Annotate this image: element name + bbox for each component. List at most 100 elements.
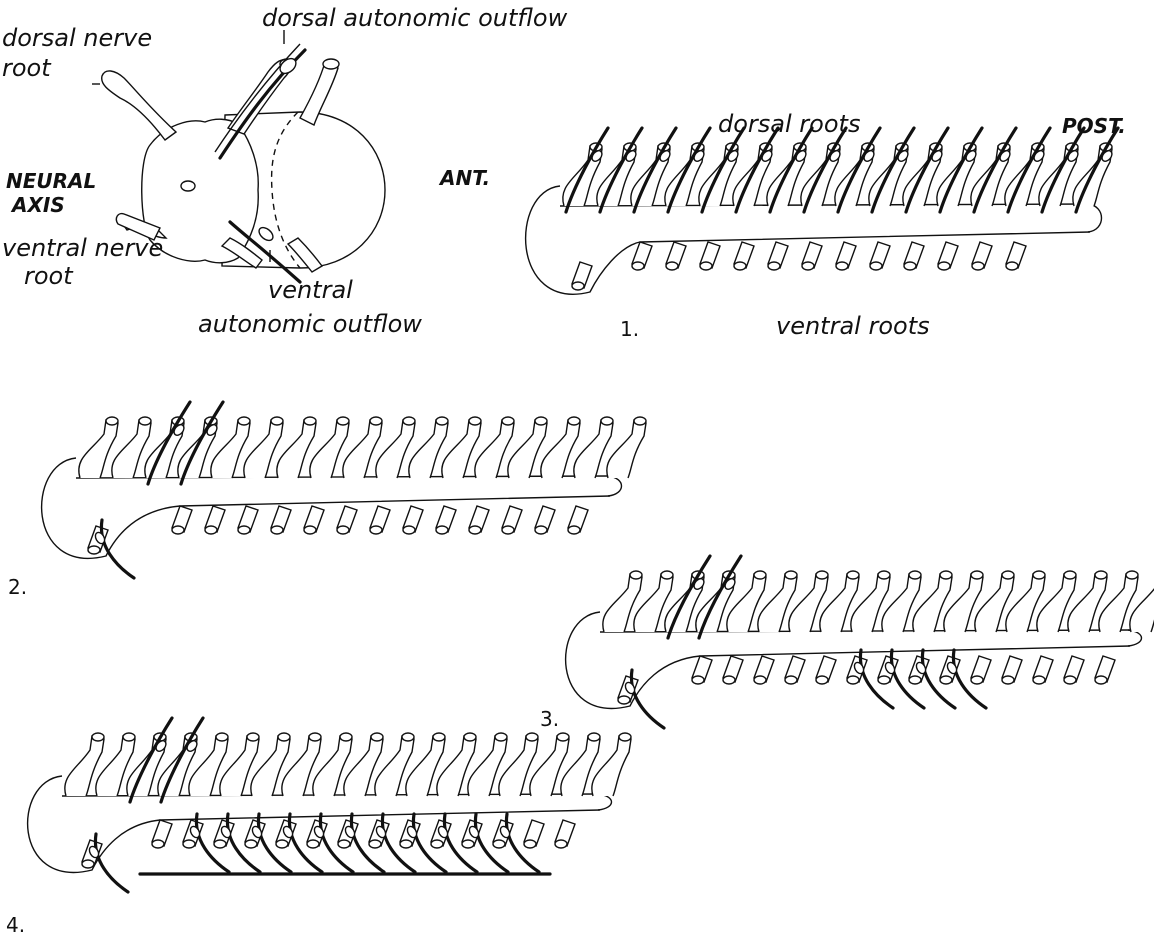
label-neural-axis-1: NEURAL xyxy=(6,169,96,193)
dorsal-root-cap xyxy=(247,733,259,741)
dorsal-root-cap xyxy=(1126,571,1138,579)
dorsal-root-cap xyxy=(106,417,118,425)
dorsal-root-cap xyxy=(535,417,547,425)
ventral-root-cap xyxy=(904,262,916,270)
dorsal-root-cap xyxy=(588,733,600,741)
dorsal-root-cap xyxy=(1033,571,1045,579)
label-ventral-nerve-root-2: root xyxy=(24,262,74,290)
dorsal-root-cap xyxy=(971,571,983,579)
label-ventral-nerve-root-1: ventral nerve xyxy=(2,234,163,262)
dorsal-root-cap xyxy=(123,733,135,741)
ventral-root-cap xyxy=(909,676,921,684)
ventral-root-cap xyxy=(1006,262,1018,270)
ventral-root-cap xyxy=(632,262,644,270)
ventral-root-cap xyxy=(524,840,536,848)
ventral-root-cap xyxy=(555,840,567,848)
dorsal-root-cap xyxy=(403,417,415,425)
ventral-root-cap xyxy=(971,676,983,684)
ventral-root-cap xyxy=(462,840,474,848)
ventral-root-cap xyxy=(245,840,257,848)
ventral-root-cap xyxy=(734,262,746,270)
dorsal-nerve-root xyxy=(102,71,176,140)
panel-number-4: 4. xyxy=(6,913,25,937)
dorsal-root-cap xyxy=(278,733,290,741)
ventral-root-cap xyxy=(972,262,984,270)
ventral-root-cap xyxy=(205,526,217,534)
dorsal-root-cap xyxy=(238,417,250,425)
dorsal-root-cap xyxy=(469,417,481,425)
dorsal-root-cap xyxy=(495,733,507,741)
dorsal-root-cap xyxy=(785,571,797,579)
ventral-root-cap xyxy=(535,526,547,534)
ventral-root-cap xyxy=(369,840,381,848)
panel-number-1: 1. xyxy=(620,317,639,341)
ventral-root-cap xyxy=(307,840,319,848)
dorsal-root-cap xyxy=(661,571,673,579)
ventral-root-cap xyxy=(370,526,382,534)
ventral-root-cap xyxy=(304,526,316,534)
dorsal-root-cap xyxy=(502,417,514,425)
dorsal-root-cap xyxy=(433,733,445,741)
panel-3-chain xyxy=(566,556,1154,728)
ventral-root-cap xyxy=(238,526,250,534)
ventral-root-cap xyxy=(768,262,780,270)
ventral-root-cap xyxy=(276,840,288,848)
ventral-root-cap xyxy=(618,696,630,704)
ventral-root-cap xyxy=(82,860,94,868)
panel-4-chain xyxy=(28,718,631,892)
ventral-root-cap xyxy=(754,676,766,684)
panel-2-chain xyxy=(42,402,646,578)
ventral-root-cap xyxy=(431,840,443,848)
dorsal-root-cap xyxy=(436,417,448,425)
chain-posterior-cap xyxy=(608,476,622,496)
dorsal-root-cap xyxy=(754,571,766,579)
ventral-root-cap xyxy=(502,526,514,534)
ventral-root-cap xyxy=(802,262,814,270)
ventral-root-cap xyxy=(816,676,828,684)
dorsal-root-cap xyxy=(878,571,890,579)
ventral-root-cap xyxy=(1095,676,1107,684)
dorsal-root-cap xyxy=(1064,571,1076,579)
dorsal-root-cap xyxy=(526,733,538,741)
dorsal-root-cap xyxy=(309,733,321,741)
ventral-root-cap xyxy=(183,840,195,848)
ventral-root-cap xyxy=(436,526,448,534)
label-anterior: ANT. xyxy=(438,166,490,190)
ventral-outflow-fiber xyxy=(101,520,134,578)
dorsal-root-cap xyxy=(402,733,414,741)
ventral-root-cap xyxy=(940,676,952,684)
ventral-root-cap xyxy=(403,526,415,534)
ventral-root-cap xyxy=(700,262,712,270)
ventral-root-cap xyxy=(337,526,349,534)
dorsal-root-cap xyxy=(940,571,952,579)
ventral-root-cap xyxy=(469,526,481,534)
dorsal-root-cap xyxy=(216,733,228,741)
dorsal-root-cap xyxy=(630,571,642,579)
chain-posterior-cap xyxy=(598,794,612,810)
dorsal-root-cap xyxy=(304,417,316,425)
ventral-root-cap xyxy=(568,526,580,534)
ventral-root-cap xyxy=(723,676,735,684)
chain-posterior-cap xyxy=(1128,630,1142,646)
dorsal-root-cap xyxy=(370,417,382,425)
dorsal-root-cap xyxy=(557,733,569,741)
dorsal-root-cap xyxy=(1002,571,1014,579)
ventral-root-cap xyxy=(870,262,882,270)
ventral-root-cap xyxy=(572,282,584,290)
ventral-root-cap xyxy=(271,526,283,534)
ventral-root-cap xyxy=(1002,676,1014,684)
dorsal-root-cap xyxy=(337,417,349,425)
dorsal-root-cap xyxy=(909,571,921,579)
dorsal-root-cap xyxy=(340,733,352,741)
ventral-root-cap xyxy=(836,262,848,270)
dorsal-root-cap xyxy=(816,571,828,579)
ventral-root-cap xyxy=(338,840,350,848)
ventral-root-cap xyxy=(938,262,950,270)
dorsal-root-cap xyxy=(568,417,580,425)
ventral-root-cap xyxy=(493,840,505,848)
label-ventral-roots: ventral roots xyxy=(776,312,930,340)
ventral-root-cap xyxy=(692,676,704,684)
label-ventral-autonomic-outflow-2: autonomic outflow xyxy=(198,310,422,338)
panel-number-2: 2. xyxy=(8,575,27,599)
ventral-root-cap xyxy=(847,676,859,684)
